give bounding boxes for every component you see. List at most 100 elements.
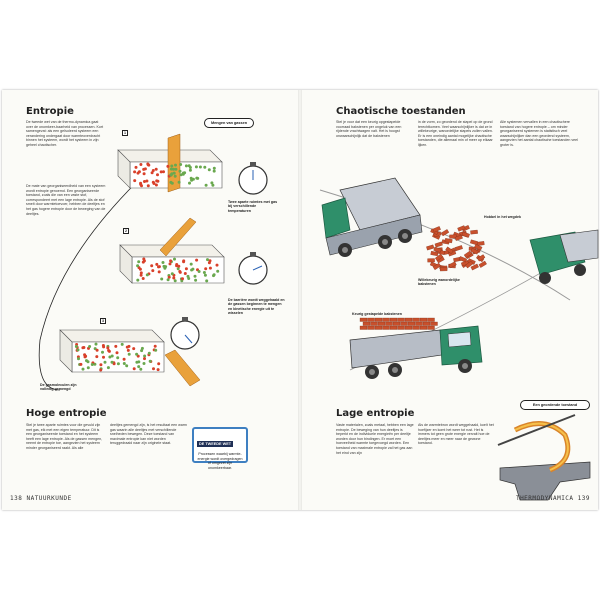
second-law-body: Processen waarbij warmte-energie wordt o… <box>197 452 243 470</box>
folio-right: THERMODYNAMICA 139 <box>516 495 590 502</box>
gas-particle <box>174 163 177 167</box>
gas-particle <box>157 362 161 366</box>
gas-particle <box>160 277 164 281</box>
gas-particle <box>169 259 173 263</box>
gas-particle <box>204 183 208 187</box>
gas-particle <box>215 263 219 267</box>
gas-particle <box>140 346 144 350</box>
callout-ordered-state: Een geordende toestand <box>520 400 590 410</box>
low-entropy-col-2: Als de warmtebron wordt weggehaald, koel… <box>418 423 494 446</box>
gas-particle <box>161 261 165 264</box>
gas-box-1 <box>117 133 223 193</box>
gas-particle <box>95 355 99 359</box>
brick <box>439 267 448 272</box>
label-particles: De gasmoleculen zijn volledig gemengd <box>40 383 77 392</box>
low-entropy-col-1: Vaste materialen, zoals metaal, hebben e… <box>336 423 414 455</box>
gas-particle <box>193 274 197 278</box>
gas-particle <box>155 262 159 266</box>
gas-particle <box>143 357 146 361</box>
gas-particle <box>84 354 88 358</box>
gas-particle <box>150 264 154 268</box>
brick <box>419 317 428 322</box>
high-entropy-col-1: Stel je twee aparte ruimtes voor die gev… <box>26 423 103 450</box>
gas-particle <box>95 348 99 352</box>
gas-particle <box>81 367 85 371</box>
gas-particle <box>132 367 136 371</box>
gas-particle <box>154 167 158 171</box>
brick <box>474 243 483 251</box>
step-number-3: 3 <box>100 318 106 325</box>
brick <box>374 325 383 330</box>
gas-particle <box>143 167 147 171</box>
stopwatch-2 <box>238 252 268 285</box>
brick <box>412 317 420 322</box>
brick <box>370 321 378 326</box>
gas-particle <box>107 349 111 352</box>
gas-particle <box>205 279 209 283</box>
gas-particle <box>143 180 146 183</box>
second-law-title: DE TWEEDE WET <box>197 441 234 447</box>
brick <box>445 246 454 254</box>
brick <box>454 245 463 252</box>
gas-particle <box>99 363 103 367</box>
brick <box>470 229 478 235</box>
flow-arrow <box>38 159 161 391</box>
step-number-2: 2 <box>123 228 129 235</box>
gas-particle <box>172 167 175 171</box>
gas-particle <box>135 352 139 356</box>
gas-particle <box>164 265 168 269</box>
brick <box>374 317 383 322</box>
heading-lage-entropie: Lage entropie <box>336 408 415 419</box>
gas-particle <box>174 167 178 171</box>
section-label-right: THERMODYNAMICA <box>515 495 574 502</box>
brick <box>432 226 441 233</box>
brick <box>470 263 479 271</box>
gas-particle <box>133 170 137 174</box>
gas-particle <box>157 270 161 274</box>
label-neat-bricks: Keurig gestapelde bakstenen <box>352 312 402 316</box>
stopwatch-1 <box>238 162 268 195</box>
gas-particle <box>188 168 192 172</box>
gas-particle <box>136 278 140 282</box>
gas-particle <box>159 170 163 174</box>
page-number-right: 139 <box>577 495 590 502</box>
gas-particle <box>175 264 179 268</box>
gas-particle <box>85 359 88 363</box>
gas-particle <box>208 266 212 270</box>
heading-chaotische-toestanden: Chaotische toestanden <box>336 106 466 117</box>
gas-particle <box>139 273 143 277</box>
gas-particle <box>122 357 126 361</box>
brick <box>367 325 375 330</box>
flatbed-truck <box>349 325 483 379</box>
gas-particle <box>79 362 83 366</box>
gas-particle <box>212 274 215 278</box>
gas-particle <box>157 265 161 269</box>
gas-particle <box>211 183 215 187</box>
brick <box>382 317 390 322</box>
brick <box>359 317 368 322</box>
intro-paragraph-1: De tweede wet van de thermo-dynamica gaa… <box>26 120 104 147</box>
gas-particle <box>216 269 220 273</box>
gas-particle <box>139 367 143 371</box>
brick-pile <box>426 225 487 272</box>
gas-particle <box>146 184 150 188</box>
gas-particle <box>178 169 182 173</box>
gas-particle <box>203 273 207 277</box>
gas-particle <box>191 267 195 271</box>
gas-particle <box>146 162 150 166</box>
label-random-bricks: Willekeurig wanordelijke bakstenen <box>418 278 460 287</box>
brick <box>434 253 444 262</box>
brick <box>389 317 398 322</box>
gas-particle <box>140 184 143 188</box>
label-two-spaces: Twee aparte ruimtes met gas bij verschil… <box>228 200 278 213</box>
second-law-box: DE TWEEDE WET Processen waarbij warmte-e… <box>192 427 248 470</box>
brick <box>382 325 390 330</box>
heading-hoge-entropie: Hoge entropie <box>26 408 107 419</box>
chaos-col-1: Stel je voor dat een keurig opgestapelde… <box>336 120 402 138</box>
gas-particle <box>136 264 140 268</box>
gas-particle <box>197 270 201 273</box>
callout-mix-gases: Mengen van gassen <box>204 118 254 128</box>
brick <box>397 325 405 330</box>
tongs <box>497 414 576 446</box>
